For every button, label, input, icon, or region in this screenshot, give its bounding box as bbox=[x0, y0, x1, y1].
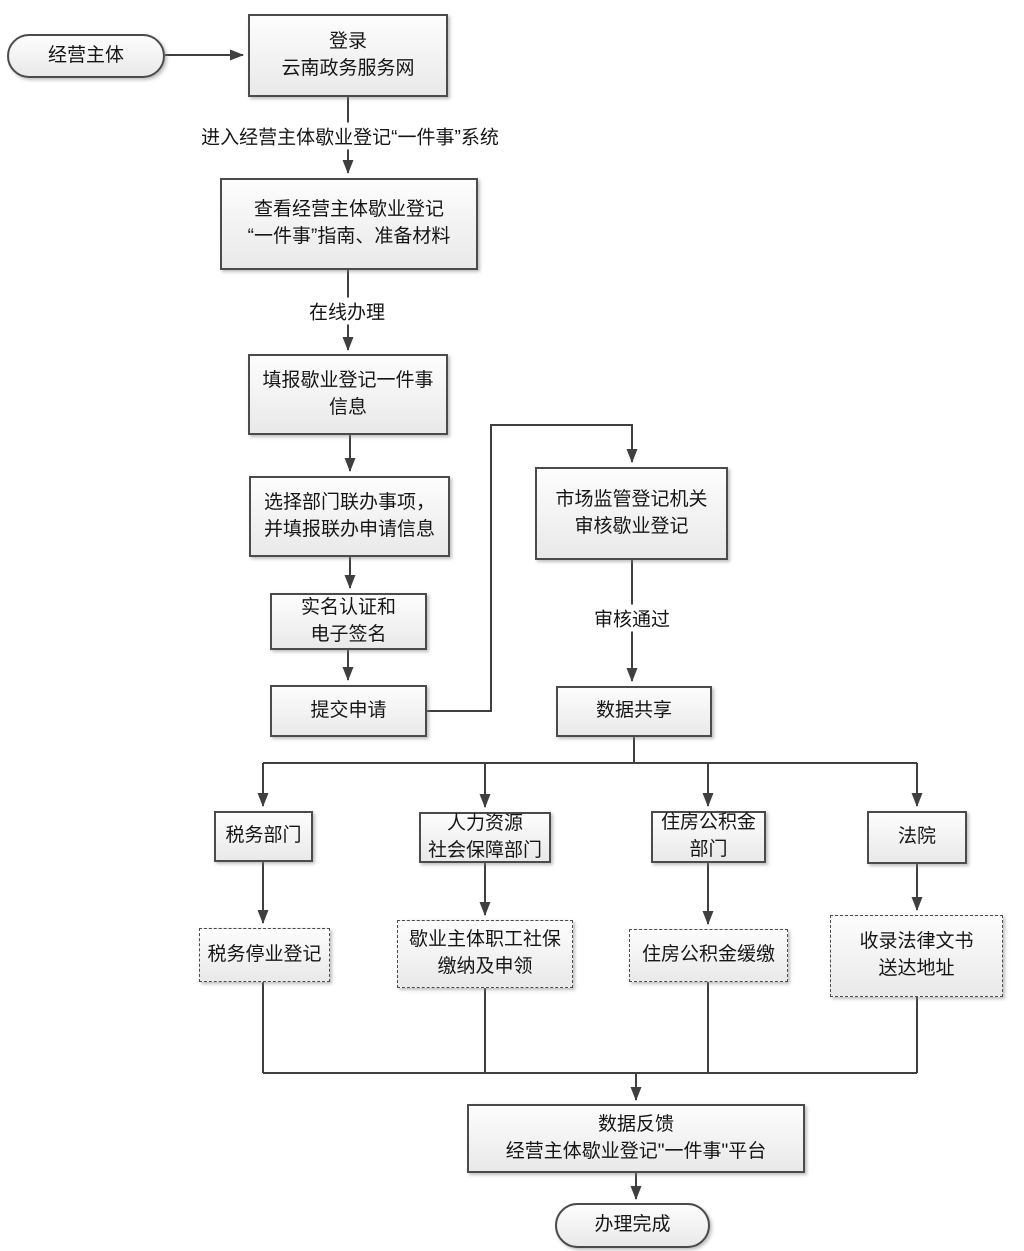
node-review: 市场监管登记机关 审核歇业登记 bbox=[535, 467, 728, 560]
node-feedback: 数据反馈 经营主体歇业登记"一件事"平台 bbox=[467, 1104, 805, 1173]
edge-label-enter-system: 进入经营主体歇业登记“一件事”系统 bbox=[196, 122, 504, 150]
node-submit-label: 提交申请 bbox=[310, 699, 387, 721]
node-hr-dept: 人力资源 社会保障部门 bbox=[419, 812, 551, 863]
node-tax-dept-label: 税务部门 bbox=[225, 825, 302, 847]
node-end: 办理完成 bbox=[555, 1203, 710, 1248]
node-submit: 提交申请 bbox=[270, 685, 427, 737]
node-fund-task-label: 住房公积金缓缴 bbox=[641, 944, 775, 966]
node-tax-dept: 税务部门 bbox=[214, 811, 313, 862]
node-fund-dept: 住房公积金 部门 bbox=[651, 811, 766, 863]
node-social-task: 歇业主体职工社保 缴纳及申领 bbox=[397, 920, 573, 988]
node-tax-task: 税务停业登记 bbox=[199, 928, 330, 982]
edge-label-online: 在线办理 bbox=[303, 297, 391, 325]
node-share-label: 数据共享 bbox=[595, 700, 672, 722]
node-court-label: 法院 bbox=[897, 826, 936, 848]
node-start: 经营主体 bbox=[7, 34, 165, 78]
edge-label-approved: 审核通过 bbox=[588, 604, 676, 632]
node-realname: 实名认证和 电子签名 bbox=[270, 593, 427, 650]
node-tax-task-label: 税务停业登记 bbox=[207, 943, 322, 965]
node-end-label: 办理完成 bbox=[594, 1214, 671, 1236]
node-court-task: 收录法律文书 送达地址 bbox=[830, 915, 1003, 997]
node-start-label: 经营主体 bbox=[47, 44, 124, 66]
node-share: 数据共享 bbox=[556, 686, 712, 737]
node-login: 登录 云南政务服务网 bbox=[248, 14, 448, 97]
edge-submit-review bbox=[427, 424, 638, 712]
node-select-items: 选择部门联办事项， 并填报联办申请信息 bbox=[249, 476, 450, 557]
node-fund-task: 住房公积金缓缴 bbox=[629, 929, 788, 982]
node-fill-info: 填报歇业登记一件事 信息 bbox=[248, 354, 448, 435]
node-guide: 查看经营主体歇业登记 “一件事”指南、准备材料 bbox=[220, 178, 478, 270]
node-court: 法院 bbox=[867, 811, 967, 864]
